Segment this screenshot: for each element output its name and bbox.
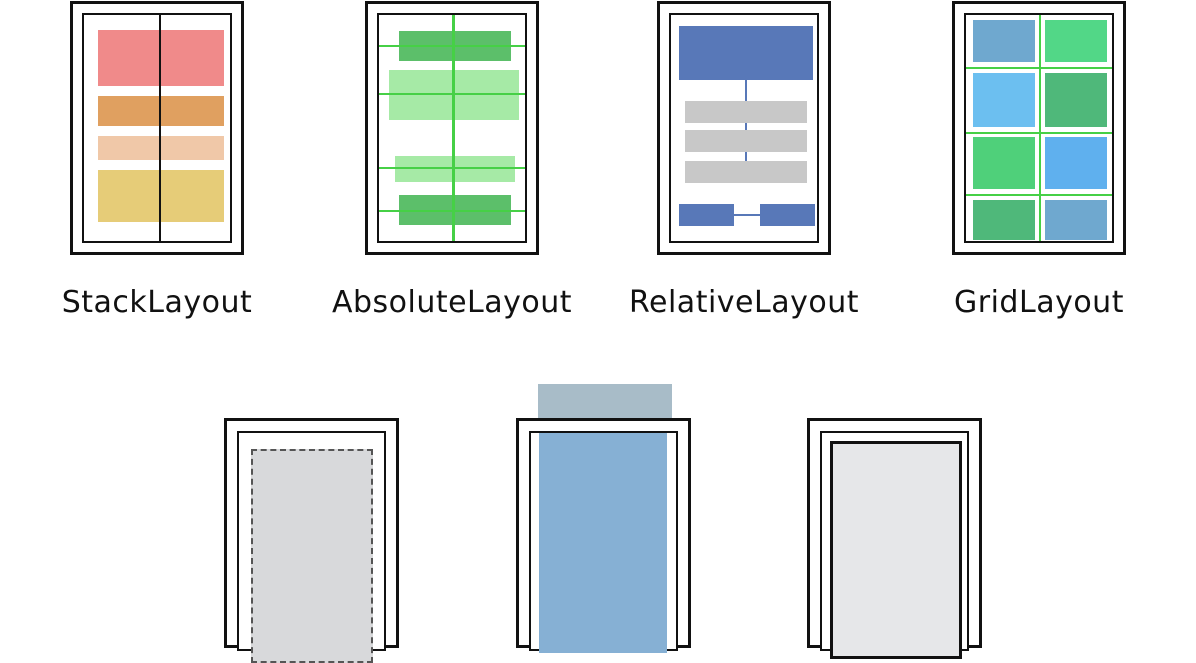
grid-cell-1-2 xyxy=(1045,20,1107,62)
stacklayout-screen xyxy=(82,13,232,243)
layout-7-screen xyxy=(820,431,969,659)
stacklayout-label: StackLayout xyxy=(61,285,253,320)
layout-5-content xyxy=(251,449,373,663)
layout-diagram-7 xyxy=(807,418,982,659)
absolutelayout-label: AbsoluteLayout xyxy=(331,285,573,320)
grid-cell-2-2 xyxy=(1045,73,1107,127)
relativelayout-screen xyxy=(669,13,819,243)
stack-item-3 xyxy=(98,136,224,160)
relative-header xyxy=(679,26,813,80)
stack-center-line xyxy=(159,15,161,241)
grid-hline-1 xyxy=(966,67,1112,69)
layout-diagram-6 xyxy=(516,418,691,653)
absolute-hline-2 xyxy=(379,93,525,95)
relativelayout-label: RelativeLayout xyxy=(629,285,859,320)
grid-vline xyxy=(1039,15,1041,241)
absolutelayout-screen xyxy=(377,13,527,243)
absolute-item-3 xyxy=(395,156,515,182)
grid-cell-2-1 xyxy=(973,73,1035,127)
stack-item-2 xyxy=(98,96,224,126)
relative-footer-left xyxy=(679,204,734,226)
gridlayout-screen xyxy=(964,13,1114,243)
relative-footer-right xyxy=(760,204,815,226)
layout-diagram-5 xyxy=(224,418,399,663)
absolute-hline-3 xyxy=(379,167,525,169)
layout-6-content xyxy=(539,433,667,653)
relative-row-2 xyxy=(685,130,807,152)
absolute-vline xyxy=(452,15,455,241)
grid-cell-4-1 xyxy=(973,200,1035,240)
layout-6-overflow xyxy=(538,384,672,424)
relative-connector-h xyxy=(734,214,760,216)
grid-cell-1-1 xyxy=(973,20,1035,62)
stacklayout-diagram xyxy=(70,1,244,255)
grid-hline-2 xyxy=(966,132,1112,134)
grid-cell-3-2 xyxy=(1045,137,1107,189)
gridlayout-label: GridLayout xyxy=(954,285,1124,320)
absolute-hline-1 xyxy=(379,45,525,47)
absolute-hline-4 xyxy=(379,210,525,212)
grid-cell-3-1 xyxy=(973,137,1035,189)
stack-item-4 xyxy=(98,170,224,222)
layout-7-content xyxy=(830,441,962,659)
layout-5-screen xyxy=(237,431,386,663)
stack-item-1 xyxy=(98,30,224,86)
relativelayout-diagram xyxy=(657,1,831,255)
relative-row-1 xyxy=(685,101,807,123)
gridlayout-diagram xyxy=(952,1,1126,255)
absolutelayout-diagram xyxy=(365,1,539,255)
relative-row-3 xyxy=(685,161,807,183)
grid-cell-4-2 xyxy=(1045,200,1107,240)
grid-hline-3 xyxy=(966,194,1112,196)
layout-6-screen xyxy=(529,431,678,653)
